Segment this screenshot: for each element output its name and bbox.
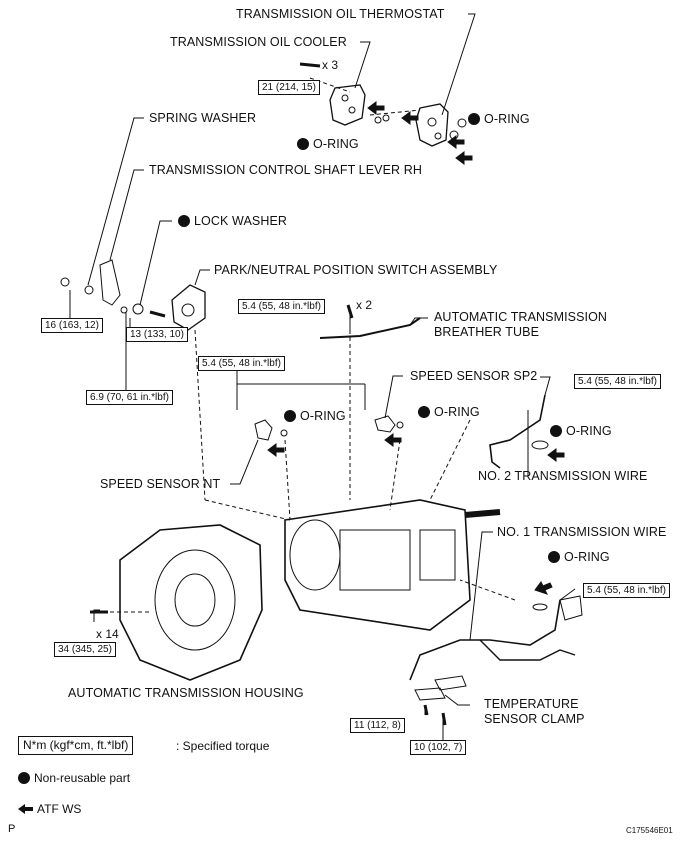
label-breather-1: AUTOMATIC TRANSMISSION (434, 310, 608, 324)
label-no2-wire: NO. 2 TRANSMISSION WIRE (478, 469, 648, 483)
label-spring-washer: SPRING WASHER (149, 111, 257, 125)
torque-housing-bolt: 34 (345, 25) (54, 642, 116, 657)
label-no1-wire: NO. 1 TRANSMISSION WIRE (497, 525, 667, 539)
leader-pnp (194, 269, 210, 286)
breather-tube (319, 317, 421, 339)
corner-letter: P (8, 823, 16, 835)
label-speed-sensor-sp2: SPEED SENSOR SP2 (410, 369, 538, 383)
oil-thermostat (415, 103, 449, 147)
qty-housing-bolts: x 14 (96, 627, 119, 641)
label-speed-sensor-nt: SPEED SENSOR NT (100, 477, 221, 491)
label-o-ring-no1: O-RING (548, 550, 610, 565)
qty-cooler-bolts: x 3 (322, 58, 339, 72)
nonreusable-dot-icon (297, 138, 309, 150)
transmission-body (284, 499, 471, 631)
label-o-ring-cooler: O-RING (297, 137, 359, 152)
nonreusable-dot-icon (284, 410, 296, 422)
torque-lever-nut: 16 (163, 12) (41, 318, 103, 333)
control-shaft-lever (99, 259, 121, 306)
atf-arrow (547, 448, 565, 462)
torque-lock-nut: 13 (133, 10) (126, 327, 188, 342)
torque-clamp-bolt-a: 11 (112, 8) (350, 718, 405, 733)
o-ring-text: O-RING (566, 424, 612, 438)
label-breather-2: BREATHER TUBE (434, 325, 540, 339)
leader-spring-washer (87, 117, 144, 286)
atf-arrow (367, 101, 385, 115)
legend-nonreusable-text: Non-reusable part (34, 771, 131, 785)
torque-sensor-bolt: 5.4 (55, 48 in.*lbf) (198, 356, 285, 371)
leader-thermostat (441, 13, 476, 116)
o-ring-text: O-RING (313, 137, 359, 151)
leader-housing-bolt (93, 609, 100, 622)
speed-sensor-nt (254, 419, 273, 441)
o-ring-text: O-RING (300, 409, 346, 423)
label-o-ring-no2: O-RING (550, 424, 612, 439)
label-clamp-1: TEMPERATURE (484, 697, 579, 711)
label-oil-thermostat: TRANSMISSION OIL THERMOSTAT (236, 7, 445, 21)
atf-arrow (455, 151, 473, 165)
figure-code: C175546E01 (626, 826, 673, 835)
o-ring-text: O-RING (434, 405, 480, 419)
legend-nonreusable: Non-reusable part (18, 771, 130, 785)
leader-lever (109, 169, 144, 261)
leader-lock-washer (139, 220, 172, 306)
no2-wire (489, 394, 546, 469)
label-control-shaft-lever: TRANSMISSION CONTROL SHAFT LEVER RH (149, 163, 422, 177)
nonreusable-dot-icon (178, 215, 190, 227)
torque-cooler-bolt: 21 (214, 15) (258, 80, 320, 95)
atf-arrow (447, 135, 465, 149)
legend-torque-text: : Specified torque (176, 739, 270, 753)
label-clamp-2: SENSOR CLAMP (484, 712, 585, 726)
torque-breather-bolt: 5.4 (55, 48 in.*lbf) (238, 299, 325, 314)
oil-cooler (329, 84, 366, 126)
leader-cooler (354, 41, 371, 89)
label-lock-washer-text: LOCK WASHER (194, 214, 288, 228)
label-housing: AUTOMATIC TRANSMISSION HOUSING (68, 686, 304, 700)
o-ring-text: O-RING (564, 550, 610, 564)
speed-sensor-sp2 (374, 415, 396, 433)
transmission-housing (119, 524, 263, 681)
label-oil-cooler: TRANSMISSION OIL COOLER (170, 35, 347, 49)
legend-atf-text: ATF WS (37, 802, 82, 816)
pnp-switch (171, 284, 206, 331)
legend-torque-box: N*m (kgf*cm, ft.*lbf) (18, 736, 134, 755)
atf-arrow (384, 433, 402, 447)
leader-nt (230, 439, 259, 485)
legend-atf: ATF WS (18, 802, 81, 816)
label-o-ring-sp2: O-RING (418, 405, 480, 420)
torque-clamp-bolt-b: 10 (102, 7) (410, 740, 467, 755)
torque-sp2-wire-bolt: 5.4 (55, 48 in.*lbf) (574, 374, 661, 389)
atf-arrow (534, 581, 553, 595)
label-lock-washer: LOCK WASHER (178, 214, 287, 229)
nonreusable-dot-icon (18, 772, 30, 784)
temperature-sensor-clamp (414, 687, 446, 701)
atf-arrow (267, 443, 285, 457)
label-o-ring-nt: O-RING (284, 409, 346, 424)
leader-sp2 (384, 375, 403, 419)
nonreusable-dot-icon (550, 425, 562, 437)
no1-wire (409, 599, 561, 681)
torque-pnp-bolt: 6.9 (70, 61 in.*lbf) (86, 390, 173, 405)
qty-breather-bolts: x 2 (356, 298, 373, 312)
leader-no1 (469, 531, 493, 641)
leader-sp2-bolt (540, 376, 551, 396)
leader-clamp (444, 694, 470, 706)
nonreusable-dot-icon (418, 406, 430, 418)
label-pnp-switch: PARK/NEUTRAL POSITION SWITCH ASSEMBLY (214, 263, 498, 277)
atf-arrow-icon (18, 804, 33, 814)
o-ring-text: O-RING (484, 112, 530, 126)
label-o-ring-thermostat: O-RING (468, 112, 530, 127)
nonreusable-dot-icon (548, 551, 560, 563)
torque-no1-wire-bolt: 5.4 (55, 48 in.*lbf) (583, 583, 670, 598)
nonreusable-dot-icon (468, 113, 480, 125)
atf-arrow (401, 111, 419, 125)
